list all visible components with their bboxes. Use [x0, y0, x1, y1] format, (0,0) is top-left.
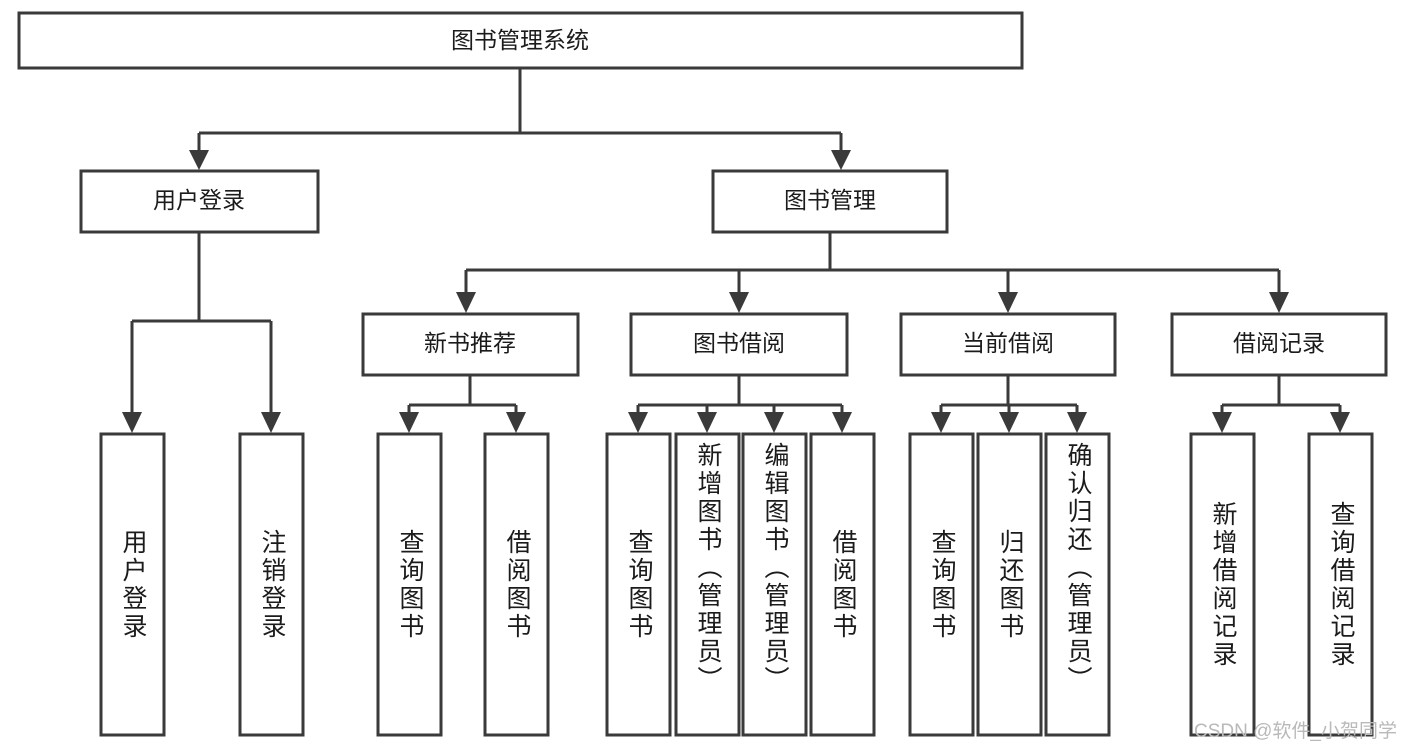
connector-newbook-to-leaves [399, 375, 526, 433]
leaf-borrow-book-1[interactable] [483, 432, 550, 737]
connector-bookborrow-to-leaves [628, 375, 852, 433]
connector-currentborrow-to-leaves [931, 375, 1087, 433]
connector-userlogin-to-leaves [122, 232, 281, 433]
node-user-login-label: 用户登录 [153, 187, 245, 213]
leaf-add-book[interactable] [674, 432, 741, 737]
node-current-borrow-label: 当前借阅 [962, 330, 1054, 356]
leaf-user-login[interactable] [99, 432, 166, 737]
node-book-manage[interactable]: 图书管理 [711, 169, 949, 234]
leaf-query-record[interactable] [1307, 432, 1374, 737]
node-borrow-record-label: 借阅记录 [1233, 330, 1325, 356]
leaf-confirm-return[interactable] [1044, 432, 1111, 737]
node-book-manage-label: 图书管理 [784, 187, 876, 213]
node-new-book-recommend-label: 新书推荐 [424, 330, 516, 356]
node-current-borrow[interactable]: 当前借阅 [899, 312, 1117, 377]
leaf-borrow-book-2[interactable] [809, 432, 876, 737]
connector-root-to-level2 [189, 68, 851, 170]
node-root[interactable]: 图书管理系统 [17, 11, 1024, 70]
leaf-query-book-2[interactable] [605, 432, 672, 737]
leaf-query-book-1[interactable] [376, 432, 443, 737]
connector-bookmanage-to-level3 [456, 232, 1289, 313]
node-book-borrow[interactable]: 图书借阅 [629, 312, 849, 377]
leaf-return-book[interactable] [976, 432, 1043, 737]
leaf-edit-book[interactable] [741, 432, 808, 737]
leaf-user-logout[interactable] [238, 432, 305, 737]
node-new-book-recommend[interactable]: 新书推荐 [361, 312, 580, 377]
node-root-label: 图书管理系统 [451, 27, 589, 53]
leaf-add-record[interactable] [1189, 432, 1256, 737]
node-book-borrow-label: 图书借阅 [693, 330, 785, 356]
node-borrow-record[interactable]: 借阅记录 [1170, 312, 1388, 377]
leaf-query-book-3[interactable] [908, 432, 975, 737]
node-user-login[interactable]: 用户登录 [79, 169, 320, 234]
connector-borrowrecord-to-leaves [1212, 375, 1350, 433]
